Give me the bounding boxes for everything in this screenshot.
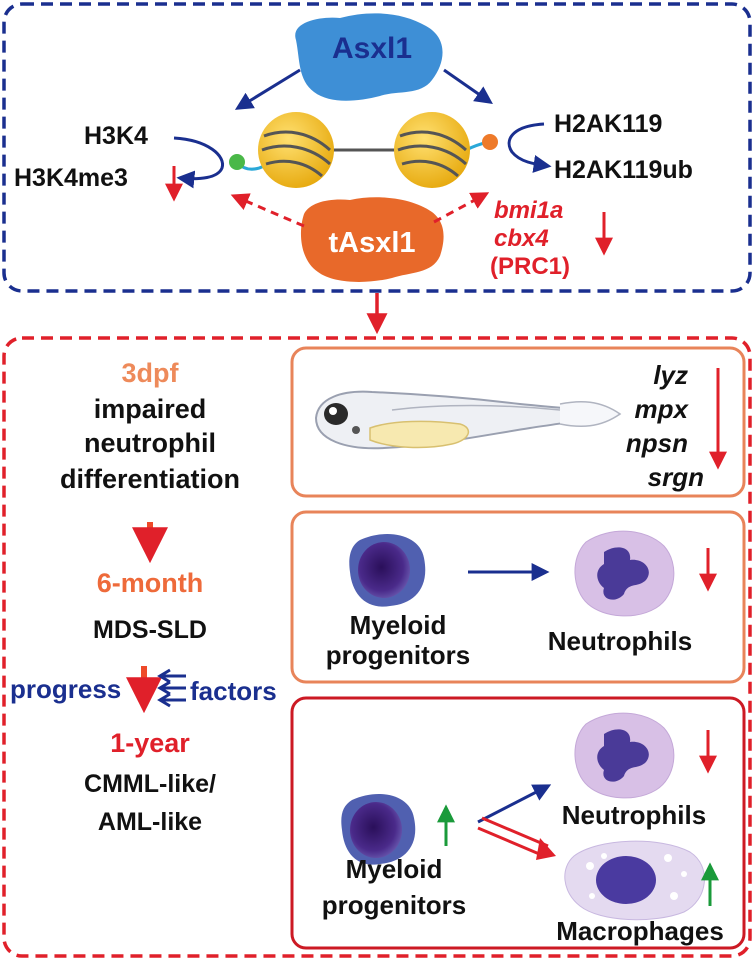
- panel3-progenitor-line1: Myeloid: [346, 854, 443, 884]
- progress-label: progress: [10, 674, 121, 704]
- nucleosomes: [229, 112, 498, 188]
- panel3-box: [290, 696, 746, 950]
- panel2-progenitor-line1: Myeloid: [350, 610, 447, 640]
- myeloid-progenitor-cell-2: [349, 534, 426, 607]
- neutrophil-cell-3: [574, 712, 675, 799]
- gene-srgn: srgn: [648, 462, 704, 492]
- gene-lyz: lyz: [653, 360, 688, 390]
- to-neutrophil-arrow: [477, 784, 552, 824]
- stage2-desc: MDS-SLD: [93, 616, 207, 644]
- panel2-progenitor-line2: progenitors: [326, 640, 470, 670]
- factors-arrows: [157, 668, 186, 708]
- gene-npsn: npsn: [626, 428, 688, 458]
- nucleosome-left: [258, 112, 334, 188]
- panel2-neutrophil-label: Neutrophils: [548, 626, 692, 656]
- asxl1-arrow-right: [443, 68, 493, 105]
- macrophage-cell: [564, 840, 705, 921]
- panel3-neutrophil-label: Neutrophils: [562, 800, 706, 830]
- gene-mpx: mpx: [635, 394, 690, 424]
- panel2-box: [290, 510, 746, 684]
- asxl1-arrow-left: [234, 68, 301, 110]
- stage1-desc-line2: neutrophil: [84, 428, 216, 458]
- neutrophil-cell-2: [574, 530, 675, 617]
- myeloid-progenitor-cell-3: [341, 794, 416, 865]
- cbx4-label: cbx4: [494, 225, 549, 252]
- asxl1-protein: Asxl1: [295, 13, 443, 101]
- stage3-time: 1-year: [110, 728, 190, 758]
- stage1-desc-line1: impaired: [94, 394, 207, 424]
- prc1-label: (PRC1): [490, 253, 570, 280]
- tasxl1-arrow-right: [433, 192, 490, 224]
- h3k4-label: H3K4: [84, 122, 148, 150]
- tasxl1-arrow-left: [230, 193, 305, 228]
- stage1-time: 3dpf: [122, 358, 180, 388]
- h3k4me3-label: H3K4me3: [14, 164, 128, 192]
- panel3-macrophage-label: Macrophages: [556, 916, 724, 946]
- ub-dot: [482, 134, 498, 150]
- h3k4-curve-arrow: [173, 136, 225, 189]
- stage2-time: 6-month: [97, 568, 203, 598]
- panel3-progenitor-line2: progenitors: [322, 890, 466, 920]
- h2ak119-curve-arrow: [507, 122, 552, 173]
- tasxl1-protein: tAsxl1: [300, 197, 444, 282]
- nucleosome-right: [394, 112, 470, 188]
- top-box: [2, 2, 752, 293]
- h2ak119-label: H2AK119: [554, 110, 662, 138]
- h2ak119ub-label: H2AK119ub: [554, 156, 693, 184]
- asxl1-label: Asxl1: [332, 32, 412, 65]
- bmi1a-label: bmi1a: [494, 197, 563, 224]
- methyl-dot: [229, 154, 245, 170]
- zebrafish-larva: [314, 390, 622, 450]
- panel1-box: [290, 346, 746, 498]
- factors-label: factors: [190, 676, 277, 706]
- to-macrophage-double-arrow: [477, 816, 556, 860]
- bottom-box: [2, 336, 752, 958]
- stage1-desc-line3: differentiation: [60, 464, 240, 494]
- stage3-desc-line1: CMML-like/: [84, 770, 216, 798]
- tasxl1-label: tAsxl1: [328, 227, 415, 259]
- stage3-desc-line2: AML-like: [98, 808, 202, 836]
